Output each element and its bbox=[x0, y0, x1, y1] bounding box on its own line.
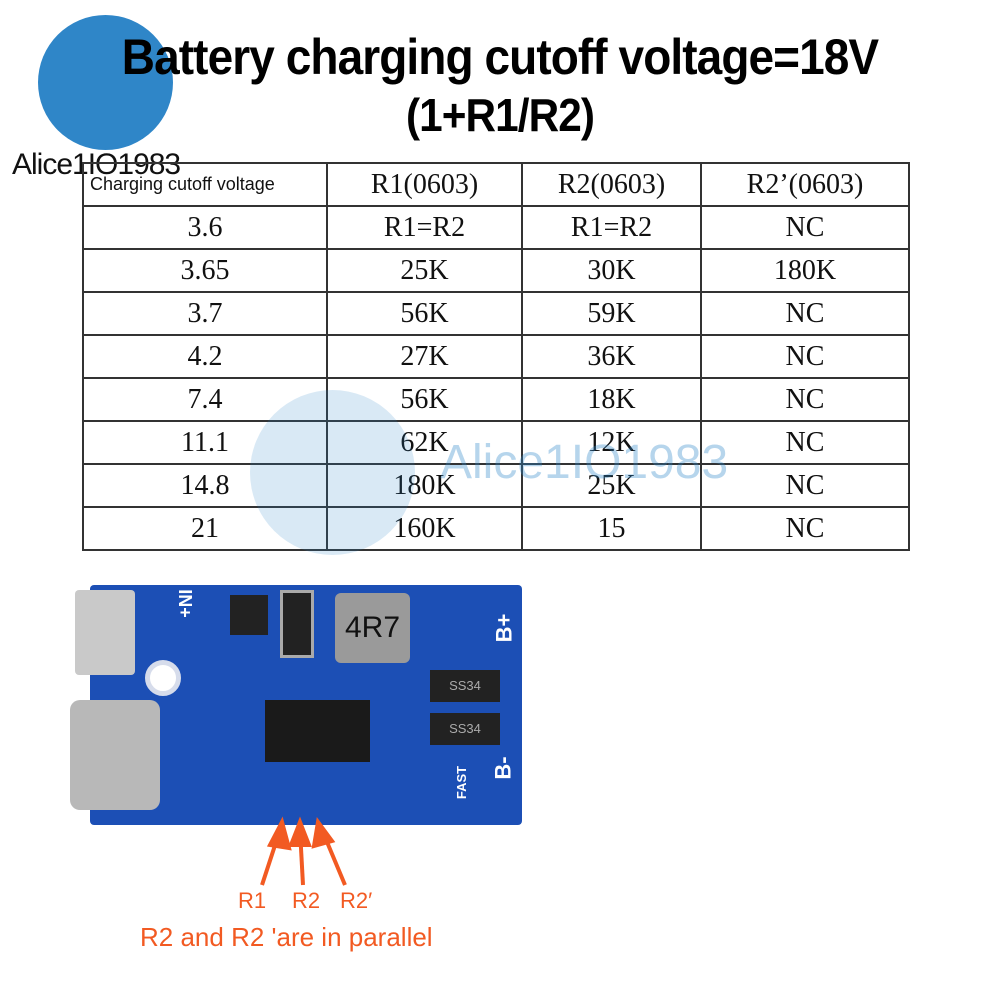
table-cell: 27K bbox=[326, 334, 523, 379]
header-cell: Charging cutoff voltage bbox=[82, 162, 328, 207]
table-cell: 25K bbox=[326, 248, 523, 293]
table-cell: 25K bbox=[521, 463, 702, 508]
title-line1: Battery charging cutoff voltage=18V bbox=[121, 29, 879, 85]
inductor-label: 4R7 bbox=[344, 611, 401, 644]
table-cell: 3.7 bbox=[82, 291, 328, 336]
arrow-r2p-head bbox=[311, 817, 336, 849]
table-cell: 3.6 bbox=[82, 205, 328, 250]
table-cell: NC bbox=[700, 506, 910, 551]
inductor: 4R7 bbox=[335, 593, 410, 663]
title-line2: (1+R1/R2) bbox=[405, 89, 595, 141]
table-cell: R1=R2 bbox=[326, 205, 523, 250]
diode-ss34: SS34 bbox=[430, 670, 500, 702]
header-cell: R1(0603) bbox=[326, 162, 523, 207]
table-cell: 30K bbox=[521, 248, 702, 293]
table-cell: 56K bbox=[326, 291, 523, 336]
table-cell: NC bbox=[700, 463, 910, 508]
mounting-hole bbox=[145, 660, 181, 696]
table-cell: 62K bbox=[326, 420, 523, 465]
table-cell: 7.4 bbox=[82, 377, 328, 422]
table-cell: 180K bbox=[700, 248, 910, 293]
diode bbox=[280, 590, 314, 658]
table-cell: 36K bbox=[521, 334, 702, 379]
parallel-note: R2 and R2 'are in parallel bbox=[140, 922, 433, 952]
table-cell: 160K bbox=[326, 506, 523, 551]
header-cell: R2(0603) bbox=[521, 162, 702, 207]
arrow-r2-head bbox=[288, 816, 312, 847]
diode-ss34: SS34 bbox=[430, 713, 500, 745]
table-cell: 12K bbox=[521, 420, 702, 465]
header-cell: R2’(0603) bbox=[700, 162, 910, 207]
table-cell: 21 bbox=[82, 506, 328, 551]
table-cell: 59K bbox=[521, 291, 702, 336]
label-r2-prime: R2′ bbox=[340, 888, 373, 913]
arrow-r1-head bbox=[266, 816, 292, 851]
table-cell: NC bbox=[700, 334, 910, 379]
watermark-text: Alice1IO1983 bbox=[440, 436, 729, 489]
table-cell: NC bbox=[700, 420, 910, 465]
usb-c-port bbox=[70, 700, 160, 810]
table-cell: NC bbox=[700, 377, 910, 422]
micro-usb-port bbox=[75, 590, 135, 675]
table-cell: 3.65 bbox=[82, 248, 328, 293]
diode-label: SS34 bbox=[449, 721, 481, 736]
brand-logo bbox=[38, 15, 173, 150]
table-cell: 18K bbox=[521, 377, 702, 422]
resistor-table: Charging cutoff voltage R1(0603) R2(0603… bbox=[82, 162, 910, 551]
table-cell: 15 bbox=[521, 506, 702, 551]
ic-u2 bbox=[230, 595, 268, 635]
label-r1: R1 bbox=[238, 888, 267, 913]
table-cell: R1=R2 bbox=[521, 205, 702, 250]
table-cell: 4.2 bbox=[82, 334, 328, 379]
table-cell: NC bbox=[700, 291, 910, 336]
table-cell: 180K bbox=[326, 463, 523, 508]
table-cell: 11.1 bbox=[82, 420, 328, 465]
watermark-logo bbox=[250, 390, 415, 555]
table-cell: NC bbox=[700, 205, 910, 250]
table-cell: 14.8 bbox=[82, 463, 328, 508]
chip-ic bbox=[265, 700, 370, 762]
label-r2: R2 bbox=[292, 888, 321, 913]
diode-label: SS34 bbox=[449, 678, 481, 693]
pcb-board: IN+ 4R7 SS34 SS34 B+ B- FAST bbox=[70, 585, 522, 825]
table-cell: 56K bbox=[326, 377, 523, 422]
table-header-row: Charging cutoff voltage R1(0603) R2(0603… bbox=[82, 162, 910, 207]
